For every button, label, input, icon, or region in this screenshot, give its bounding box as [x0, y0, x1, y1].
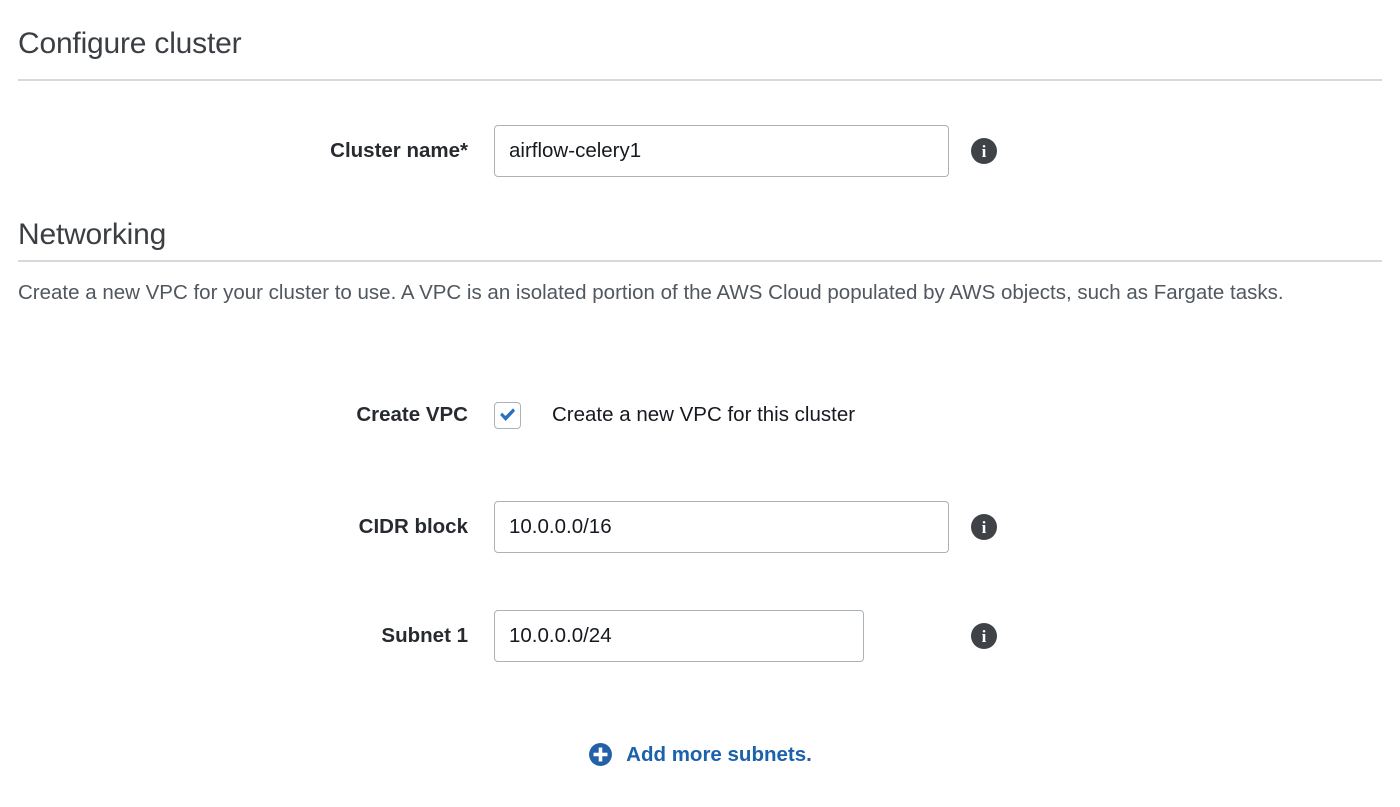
info-icon-cidr-block[interactable]: i — [971, 514, 997, 540]
cidr-block-control: i — [494, 501, 997, 553]
create-vpc-label: Create VPC — [356, 403, 468, 426]
create-vpc-control: Create a new VPC for this cluster — [494, 401, 856, 429]
check-icon — [500, 407, 515, 421]
add-more-subnets-row: Add more subnets. — [0, 742, 1400, 767]
info-icon-subnet-1[interactable]: i — [971, 623, 997, 649]
cluster-name-input[interactable] — [494, 125, 949, 177]
cluster-name-label: Cluster name* — [330, 139, 468, 162]
networking-heading: Networking — [18, 218, 167, 251]
info-icon-cluster-name[interactable]: i — [971, 138, 997, 164]
add-more-subnets-label: Add more subnets. — [626, 742, 812, 766]
form-row-subnet-1: Subnet 1 i — [0, 610, 1400, 662]
add-more-subnets-link[interactable]: Add more subnets. — [588, 742, 812, 767]
cluster-name-control: i — [494, 125, 997, 177]
plus-circle-icon — [589, 743, 613, 766]
form-row-cidr-block: CIDR block i — [0, 501, 1400, 553]
create-vpc-checkbox-label[interactable]: Create a new VPC for this cluster — [552, 403, 856, 426]
subnet-1-input[interactable] — [494, 610, 864, 662]
section-divider-configure — [18, 79, 1382, 81]
form-row-create-vpc: Create VPC Create a new VPC for this clu… — [0, 389, 1400, 441]
cidr-block-label: CIDR block — [358, 515, 468, 538]
subnet-1-label: Subnet 1 — [381, 624, 468, 647]
cidr-block-input[interactable] — [494, 501, 949, 553]
section-divider-networking — [18, 260, 1382, 262]
subnet-1-control: i — [494, 610, 997, 662]
networking-description: Create a new VPC for your cluster to use… — [18, 281, 1284, 304]
page-title: Configure cluster — [18, 27, 242, 60]
create-vpc-checkbox[interactable] — [494, 401, 521, 429]
form-row-cluster-name: Cluster name* i — [0, 125, 1400, 177]
